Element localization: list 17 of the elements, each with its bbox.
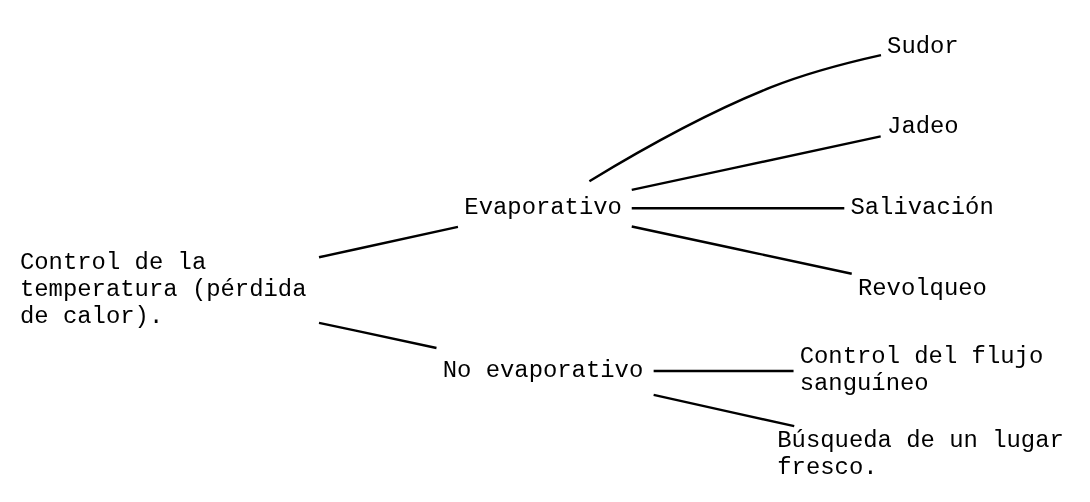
connector [588,53,882,182]
node-text: Control del flujo sanguíneo [799,342,1044,397]
connector [318,225,459,258]
node-text: Revolqueo [857,274,987,302]
node-text: Búsqueda de un lugar fresco. [777,426,1064,481]
node-text: Salivación [850,193,994,221]
connector [631,206,845,209]
connector [631,224,852,275]
node-text: Jadeo [887,112,959,140]
connector [318,321,437,349]
connector [631,134,881,191]
connector [653,369,794,372]
connector [653,393,795,427]
node-text: Sudor [887,32,959,60]
node-text: Evaporativo [464,193,622,221]
node-text: No evaporativo [442,356,644,384]
node-text: Control de la temperatura (pérdida de calor). [19,248,307,330]
